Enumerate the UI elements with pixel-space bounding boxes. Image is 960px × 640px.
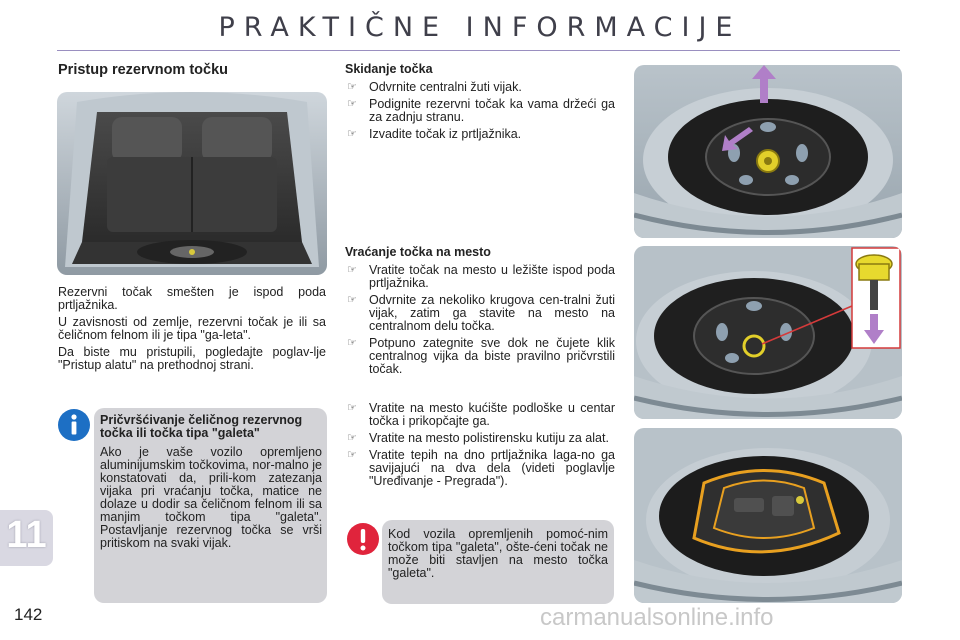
refit-steps-more: ☞ Vratite na mesto kućište podloške u cen… <box>345 402 615 488</box>
step-text: Podignite rezervni točak ka vama držeći … <box>369 97 615 124</box>
warning-box <box>382 520 614 604</box>
step-text: Vratite točak na mesto u ležište ispod p… <box>369 263 615 290</box>
pointing-hand-icon: ☞ <box>347 432 357 444</box>
warning-text: Kod vozila opremljenih pomoć-nim točkom … <box>388 527 608 580</box>
step-text: Vratite tepih na dno prtljažnika laga-no… <box>369 448 615 488</box>
watermark: carmanualsonline.info <box>540 604 774 631</box>
list-item: ☞ Vratite točak na mesto u ležište ispod … <box>345 264 615 290</box>
list-item: ☞ Vratite tepih na dno prtljažnika laga-n… <box>345 449 615 488</box>
info-box-body: Ako je vaše vozilo opremljeno aluminijum… <box>100 445 322 550</box>
section-heading: Pristup rezervnom točku <box>58 62 229 78</box>
list-item: ☞ Podignite rezervni točak ka vama držeći… <box>345 98 615 124</box>
list-item: ☞ Vratite na mesto kućište podloške u cen… <box>345 402 615 428</box>
step-text: Potpuno zategnite sve dok ne čujete klik… <box>369 336 615 376</box>
list-item: ☞ Odvrnite centralni žuti vijak. <box>345 81 615 94</box>
step-text: Vratite na mesto polistirensku kutiju za… <box>369 431 609 445</box>
info-icon <box>57 408 91 442</box>
spare-wheel-removal-photo <box>634 65 902 238</box>
intro-paragraph: Rezervni točak smešten je ispod poda prt… <box>58 285 326 312</box>
chapter-number: 11 <box>6 514 47 556</box>
central-screw-refit-photo <box>634 246 902 419</box>
list-item: ☞ Potpuno zategnite sve dok ne čujete kli… <box>345 337 615 376</box>
tool-box-refit-photo <box>634 428 902 603</box>
list-item: ☞ Vratite na mesto polistirensku kutiju z… <box>345 432 615 445</box>
step-text: Vratite na mesto kućište podloške u cent… <box>369 401 615 428</box>
page-number: 142 <box>14 605 43 624</box>
refit-section: Vraćanje točka na mesto ☞ Vratite točak n… <box>345 245 615 380</box>
page-title: PRAKTIČNE INFORMACIJE <box>218 12 742 43</box>
pointing-hand-icon: ☞ <box>347 294 357 306</box>
refit-heading: Vraćanje točka na mesto <box>345 245 491 259</box>
exclamation-icon <box>346 522 380 556</box>
step-text: Odvrnite za nekoliko krugova cen-tralni … <box>369 293 615 333</box>
title-divider <box>57 50 900 51</box>
intro-text: Rezervni točak smešten je ispod poda prt… <box>58 286 326 372</box>
step-text: Odvrnite centralni žuti vijak. <box>369 80 522 94</box>
list-item: ☞ Izvadite točak iz prtljažnika. <box>345 128 615 141</box>
pointing-hand-icon: ☞ <box>347 449 357 461</box>
pointing-hand-icon: ☞ <box>347 402 357 414</box>
pointing-hand-icon: ☞ <box>347 81 357 93</box>
removal-heading: Skidanje točka <box>345 62 433 76</box>
removal-steps: ☞ Odvrnite centralni žuti vijak. ☞ Podigni… <box>345 81 615 141</box>
intro-paragraph: U zavisnosti od zemlje, rezervni točak j… <box>58 315 326 342</box>
info-box-content: Pričvršćivanje čeličnog rezervnog točka … <box>100 414 322 550</box>
list-item: ☞ Odvrnite za nekoliko krugova cen-tralni… <box>345 294 615 333</box>
refit-section-continued: ☞ Vratite na mesto kućište podloške u cen… <box>345 402 615 492</box>
step-text: Izvadite točak iz prtljažnika. <box>369 127 522 141</box>
chapter-tab <box>0 510 53 566</box>
pointing-hand-icon: ☞ <box>347 98 357 110</box>
pointing-hand-icon: ☞ <box>347 128 357 140</box>
trunk-photo <box>57 92 327 275</box>
pointing-hand-icon: ☞ <box>347 337 357 349</box>
pointing-hand-icon: ☞ <box>347 264 357 276</box>
info-box <box>94 408 327 603</box>
refit-steps: ☞ Vratite točak na mesto u ležište ispod … <box>345 264 615 376</box>
info-box-title: Pričvršćivanje čeličnog rezervnog točka … <box>100 413 303 440</box>
intro-paragraph: Da biste mu pristupili, pogledajte pogla… <box>58 345 326 372</box>
removal-section: Skidanje točka ☞ Odvrnite centralni žuti … <box>345 62 615 145</box>
